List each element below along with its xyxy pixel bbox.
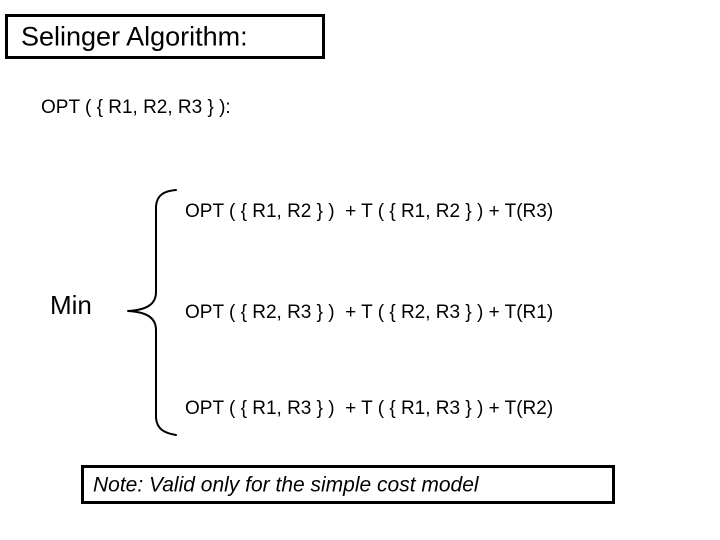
equation-row: OPT ( { R1, R2 } ) + T ( { R1, R2 } ) + … (185, 201, 554, 222)
min-label: Min (50, 290, 92, 320)
equation-row: OPT ( { R1, R3 } ) + T ( { R1, R3 } ) + … (185, 398, 554, 419)
title-box: Selinger Algorithm: (5, 14, 325, 59)
root-expression: OPT ( { R1, R2, R3 } ): (41, 97, 231, 118)
note-box: Note: Valid only for the simple cost mod… (81, 465, 615, 504)
page-title: Selinger Algorithm: (21, 21, 248, 51)
note-text: Note: Valid only for the simple cost mod… (93, 473, 479, 496)
curly-brace-icon (127, 189, 177, 436)
equation-row: OPT ( { R2, R3 } ) + T ( { R2, R3 } ) + … (185, 302, 554, 323)
